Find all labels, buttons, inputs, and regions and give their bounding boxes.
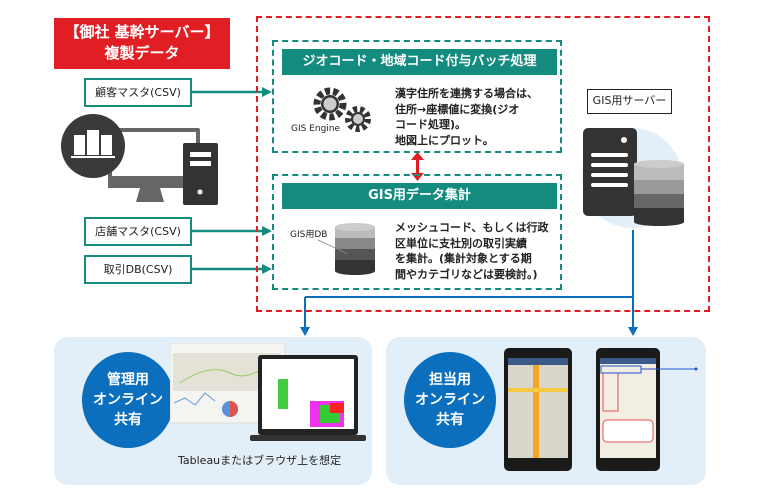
admin-line: 管理用 <box>107 372 149 388</box>
source-title-line1: 【御社 基幹サーバー】 <box>64 23 220 41</box>
desc-line: 漢字住所を連携する場合は、 <box>395 87 538 100</box>
aggregate-header: GIS用データ集計 <box>282 183 557 209</box>
gis-db-icon <box>317 223 375 275</box>
staff-line: 共有 <box>436 412 464 428</box>
dashboard-screenshot-image <box>170 343 366 441</box>
desc-line: 間やカテゴリなどは要検討。) <box>395 267 538 281</box>
gis-processing-boundary <box>256 16 710 312</box>
aggregate-description: メッシュコード、もしくは行政 区単位に支社別の取引実績 を集計。(集計対象とする… <box>395 220 560 282</box>
geocode-batch-box <box>272 40 562 153</box>
store-master-file: 店舗マスタ(CSV) <box>84 217 192 246</box>
desc-line: コード処理)。 <box>395 118 467 131</box>
staff-line: オンライン <box>415 392 485 408</box>
gis-server-icon <box>582 128 684 228</box>
source-title-line2: 複製データ <box>104 44 180 62</box>
tablet-screenshots-image <box>504 348 698 471</box>
gear-icons <box>313 87 371 132</box>
staff-line: 担当用 <box>429 372 471 388</box>
geocode-description: 漢字住所を連携する場合は、 住所→座標値に変換(ジオ コード処理)。 地図上にプ… <box>395 86 560 148</box>
desc-line: を集計。(集計対象とする期 <box>395 252 532 265</box>
gis-engine-label: GIS Engine <box>291 124 341 134</box>
customer-master-file: 顧客マスタ(CSV) <box>84 78 192 107</box>
teal-arrows <box>192 87 272 274</box>
staff-online-share-circle: 担当用オンライン共有 <box>404 352 496 448</box>
transaction-db-file: 取引DB(CSV) <box>84 255 192 284</box>
gis-aggregate-box <box>272 174 562 290</box>
admin-caption: Tableauまたはブラウザ上を想定 <box>178 454 342 467</box>
admin-line: オンライン <box>93 392 163 408</box>
desc-line: 区単位に支社別の取引実績 <box>395 236 527 250</box>
gis-db-label: GIS用DB <box>290 230 328 240</box>
admin-line: 共有 <box>114 412 142 428</box>
geocode-header: ジオコード・地域コード付与バッチ処理 <box>282 49 557 75</box>
admin-online-share-circle: 管理用オンライン共有 <box>82 352 174 448</box>
gis-server-label: GIS用サーバー <box>587 89 672 114</box>
desc-line: 住所→座標値に変換(ジオ <box>395 102 520 116</box>
desc-line: 地図上にプロット。 <box>395 133 494 147</box>
company-server-icon <box>61 114 218 205</box>
source-data-title: 【御社 基幹サーバー】 複製データ <box>54 18 230 69</box>
desc-line: メッシュコード、もしくは行政 <box>395 221 549 234</box>
